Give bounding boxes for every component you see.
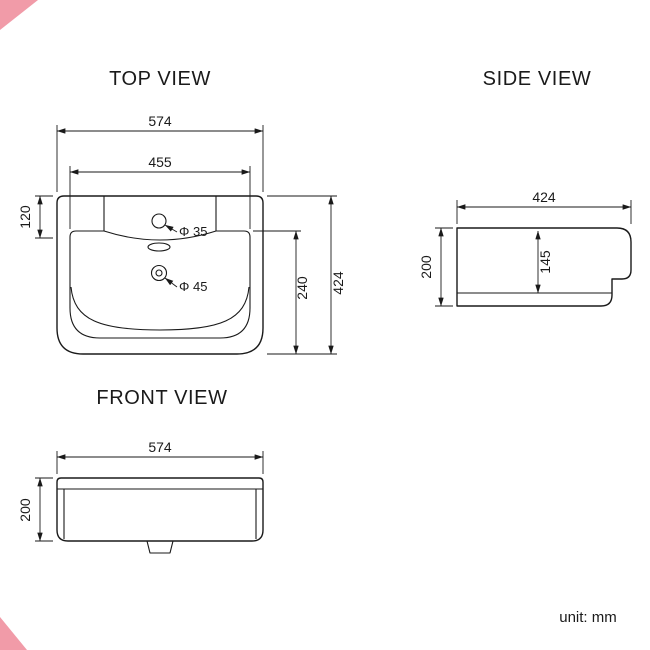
dim-top-inner-width: 455	[69, 154, 251, 229]
dim-label-top-455: 455	[148, 154, 172, 170]
faucet-hole	[151, 213, 167, 229]
front-view-title: FRONT VIEW	[96, 387, 227, 409]
drain-stub	[146, 540, 174, 554]
leader-line	[164, 224, 178, 233]
dim-label-front-200: 200	[17, 498, 33, 522]
dim-side-height: 200	[418, 227, 453, 307]
unit-label: unit: mm	[559, 609, 617, 626]
faucet-hole-callout: Φ 35	[164, 224, 207, 239]
dim-front-width: 574	[56, 439, 264, 474]
dim-label-top-424: 424	[330, 271, 346, 295]
dim-label-side-145: 145	[537, 250, 553, 274]
watermark-triangle-top-left	[0, 0, 38, 30]
dim-label-drain-dia: Φ 45	[179, 279, 207, 294]
dim-top-overall-width: 574	[56, 113, 264, 192]
dim-side-depth: 424	[456, 189, 632, 224]
overflow-slot	[147, 242, 171, 252]
front-outline	[56, 477, 264, 542]
drain-hole-inner	[155, 269, 163, 277]
dim-label-side-200: 200	[418, 255, 434, 279]
top-view-title: TOP VIEW	[109, 68, 211, 90]
top-view-drawing: Φ 35 Φ 45 574 455	[17, 113, 346, 355]
drain-hole-callout: Φ 45	[164, 277, 207, 294]
dim-label-top-120: 120	[17, 205, 33, 229]
watermark-triangle-bottom-left	[0, 617, 27, 650]
basin-outer-outline	[56, 195, 264, 355]
side-view-drawing: 424 200 145	[418, 189, 632, 307]
leader-line	[164, 277, 178, 288]
front-view-drawing: 574 200	[17, 439, 264, 554]
dim-top-overall-depth: 424	[267, 195, 346, 355]
basin-inner-bowl	[69, 230, 251, 339]
bowl-bottom-curve	[70, 286, 250, 331]
side-profile-outline	[456, 227, 632, 307]
dim-label-front-574: 574	[148, 439, 172, 455]
side-view-title: SIDE VIEW	[483, 68, 592, 90]
dim-label-top-240: 240	[294, 276, 310, 300]
drain-hole-outer	[150, 264, 168, 282]
dim-front-height: 200	[17, 477, 53, 542]
dim-top-deck-depth: 120	[17, 195, 53, 239]
dim-side-inner-height: 145	[535, 230, 553, 294]
dim-label-top-574: 574	[148, 113, 172, 129]
dim-top-bowl-depth: 240	[253, 230, 310, 355]
dim-label-side-424: 424	[532, 189, 556, 205]
dim-label-faucet-dia: Φ 35	[179, 224, 207, 239]
